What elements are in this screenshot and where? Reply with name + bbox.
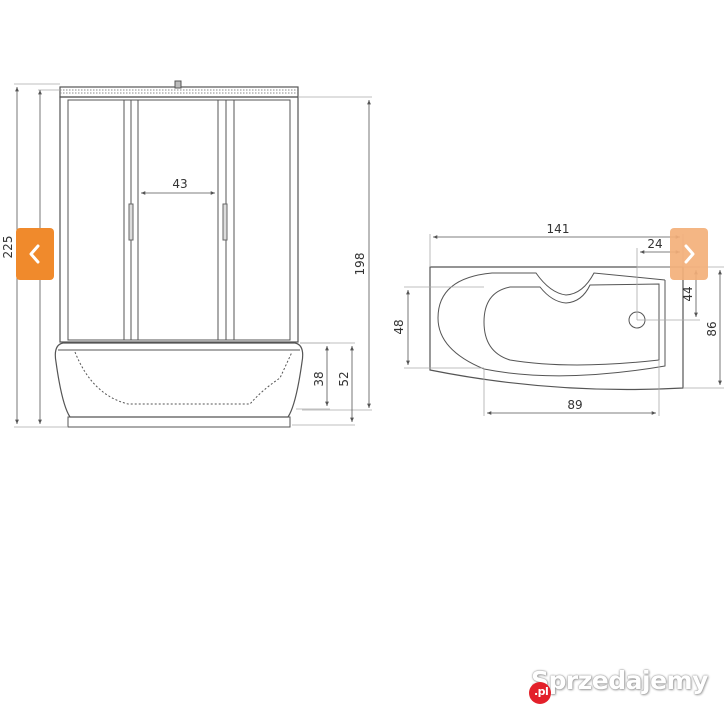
bathtub-inner-89-label: 89: [567, 398, 582, 412]
watermark-pl-badge: .pl: [529, 682, 551, 704]
chevron-left-icon: [29, 244, 40, 264]
left-door-handle: [128, 203, 134, 241]
cabin-height-225-label: 225: [1, 236, 15, 259]
bathtub-length-141-label: 141: [547, 222, 570, 236]
cabin-left-panel: [67, 99, 125, 341]
watermark-text: Sprzedajemy: [531, 666, 708, 695]
tray-inner-outline: [74, 351, 293, 405]
cabin-height-198-label: 198: [353, 253, 367, 276]
bathtub-width-86-label: 86: [705, 321, 719, 336]
drain-offset-44-label: 44: [681, 286, 695, 301]
drain-offset-24-label: 24: [647, 237, 662, 251]
bathtub-inner-48-label: 48: [392, 319, 406, 334]
chevron-right-icon: [684, 244, 695, 264]
tray-height-52-label: 52: [337, 371, 351, 386]
cabin-right-panel: [233, 99, 291, 341]
cabin-tray: [54, 342, 304, 418]
bathtub-drawing: [429, 266, 684, 391]
shower-cabin-drawing: [54, 80, 304, 428]
cabin-top-connector: [174, 80, 182, 89]
bathtub-basin-outline: [483, 283, 660, 366]
next-image-button[interactable]: [670, 228, 708, 280]
tray-height-38-label: 38: [312, 371, 326, 386]
sprzedajemy-watermark: Sprzedajemy.pl: [529, 666, 721, 706]
cabin-center-door: [137, 99, 219, 341]
bathtub-outer-outline: [429, 266, 684, 391]
previous-image-button[interactable]: [16, 228, 54, 280]
cabin-plinth: [67, 416, 291, 428]
cabin-frame: [59, 96, 299, 343]
door-width-43-label: 43: [172, 177, 187, 191]
right-door-handle: [222, 203, 228, 241]
bathtub-rim-outline: [437, 272, 666, 377]
